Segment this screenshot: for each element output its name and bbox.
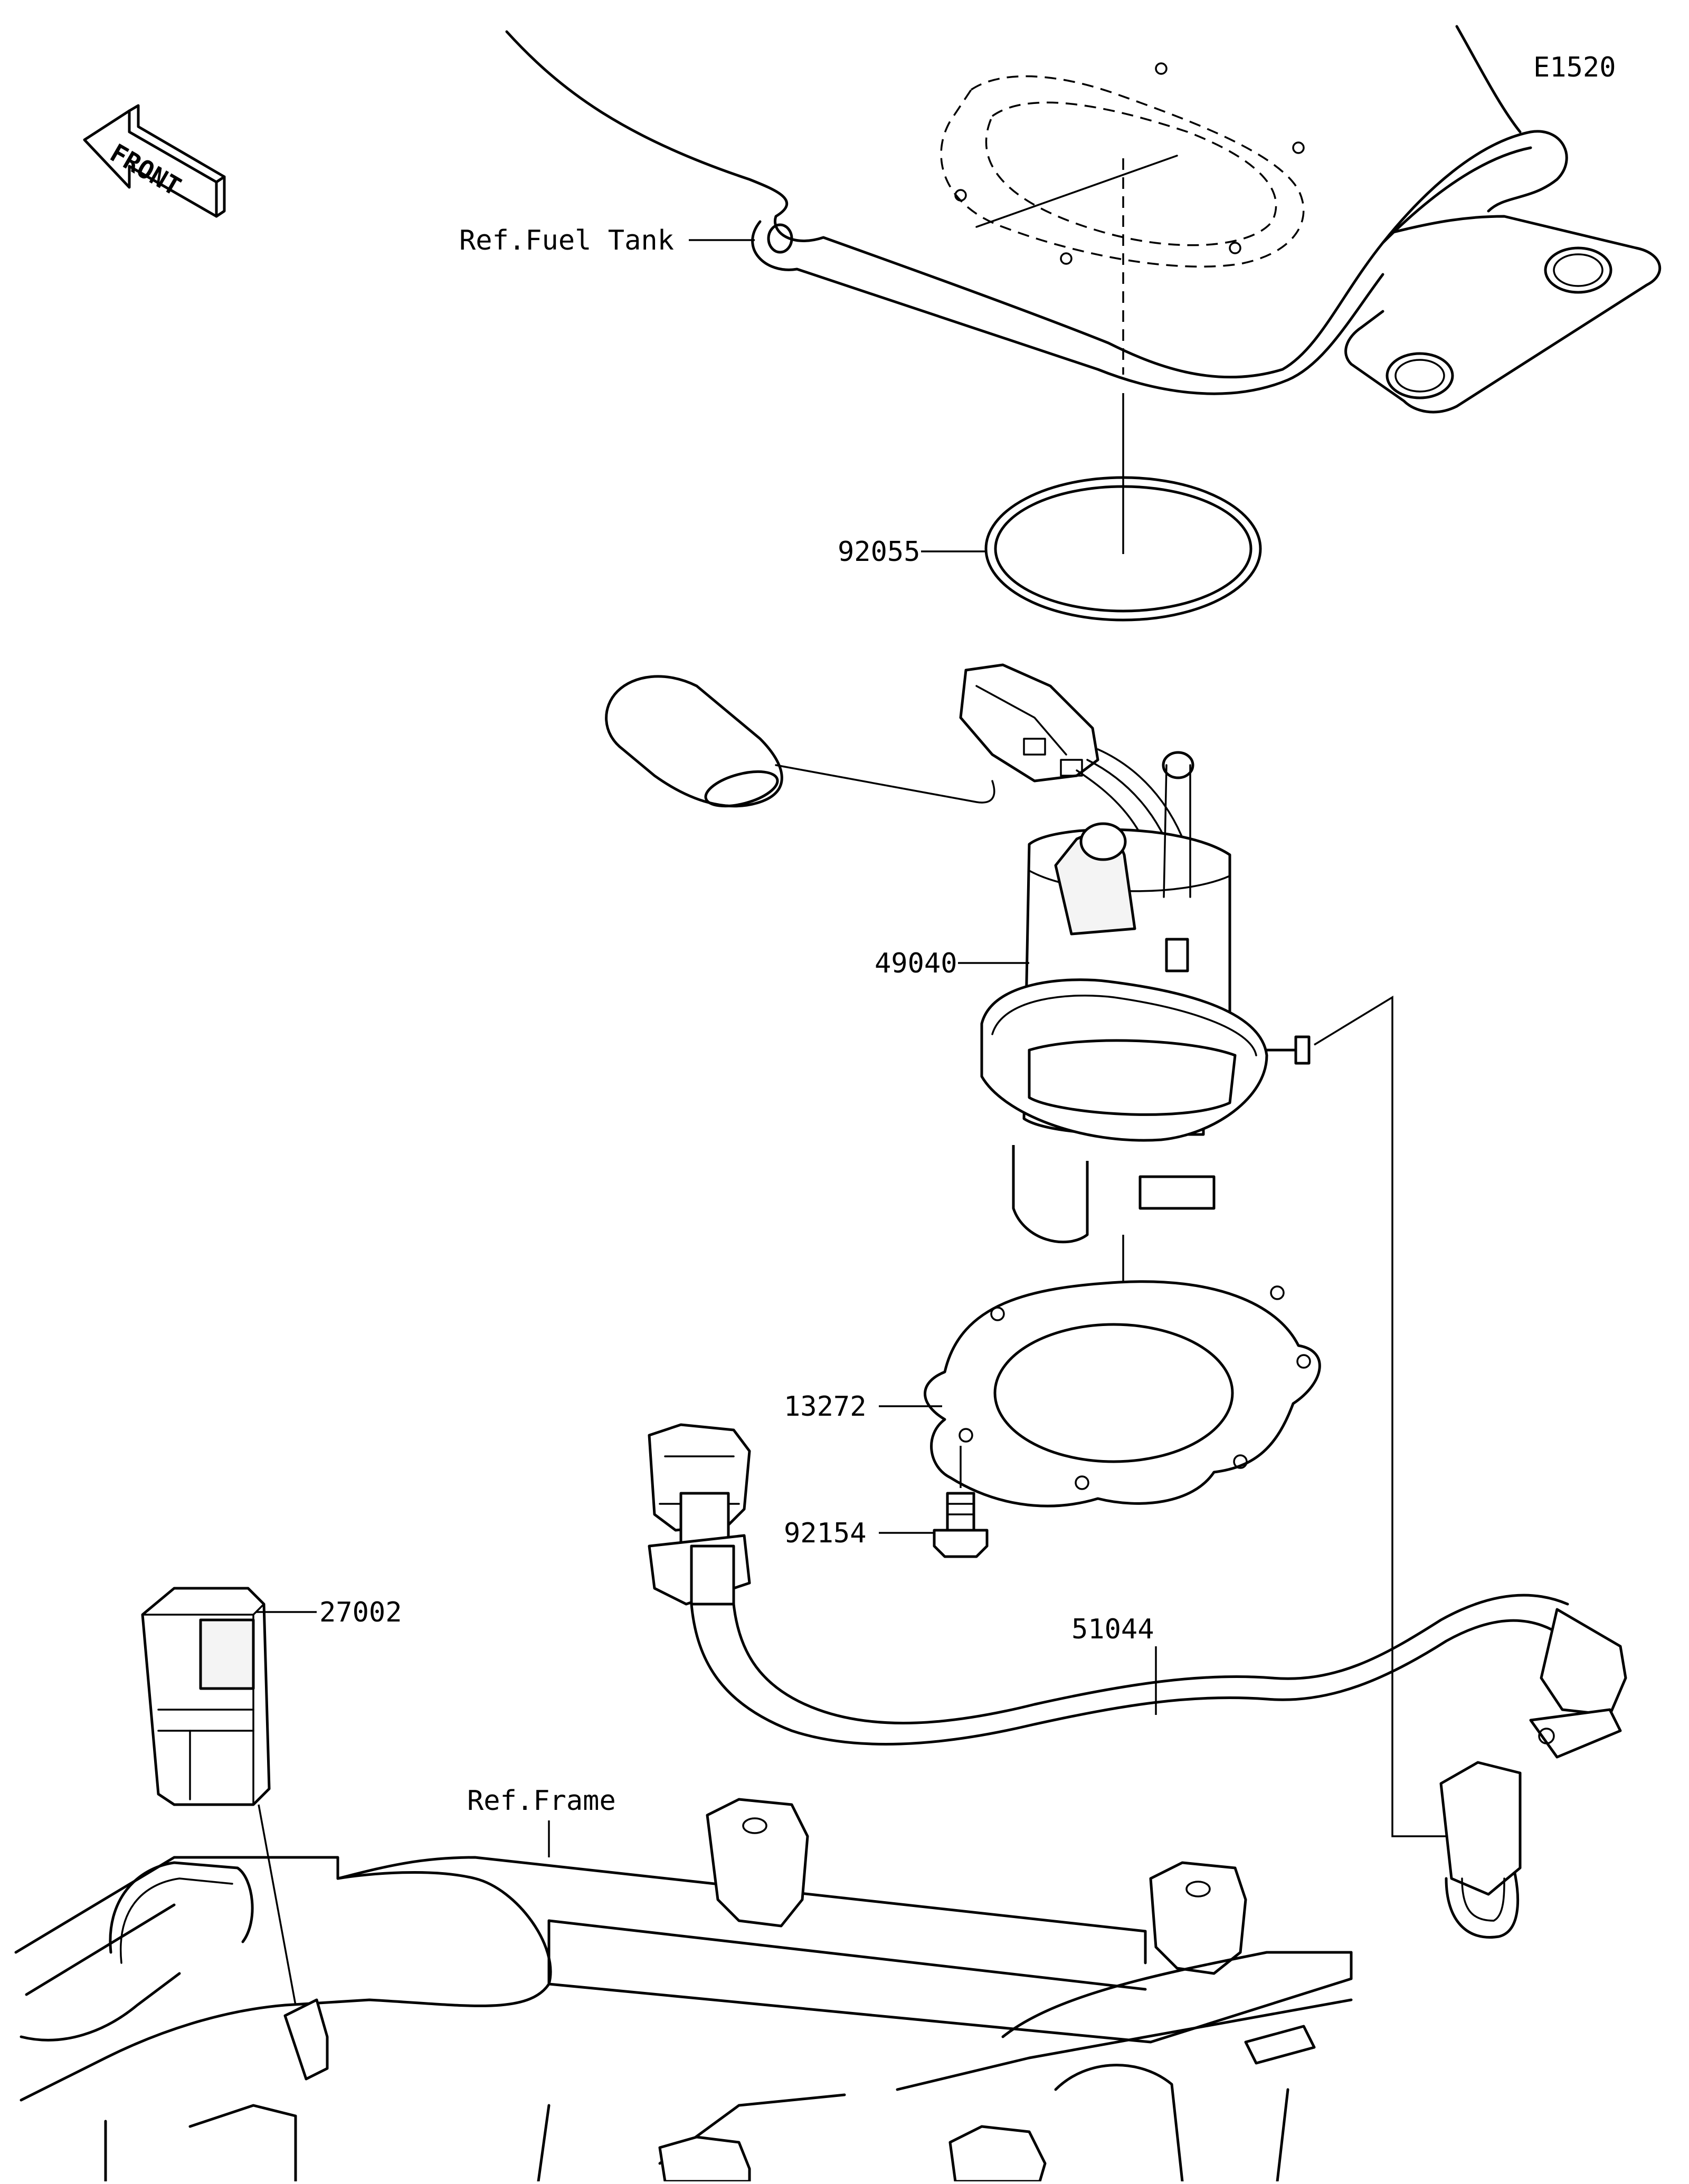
label-51044: 51044 [1071,1614,1154,1645]
label-92154: 92154 [784,1518,867,1549]
frame-reference [14,1798,1353,2183]
label-92055: 92055 [838,536,921,568]
label-13272: 13272 [784,1391,867,1423]
relay-27002 [141,1587,271,1806]
label-fuel-tank: Ref.Fuel Tank [459,225,674,256]
front-arrow-icon: FRONT [83,104,226,218]
label-49040: 49040 [875,948,957,979]
bolt-92154 [933,1446,989,1558]
fuel-tank-reference [505,25,1662,414]
diagram-code: E1520 [1533,52,1616,83]
fuel-pump-49040 [605,663,1311,1244]
o-ring-92055 [984,476,1262,622]
fuel-hose-51044 [648,1423,1627,1939]
label-frame: Ref.Frame [467,1785,616,1817]
label-27002: 27002 [319,1597,402,1628]
gasket-13272 [924,1280,1321,1508]
